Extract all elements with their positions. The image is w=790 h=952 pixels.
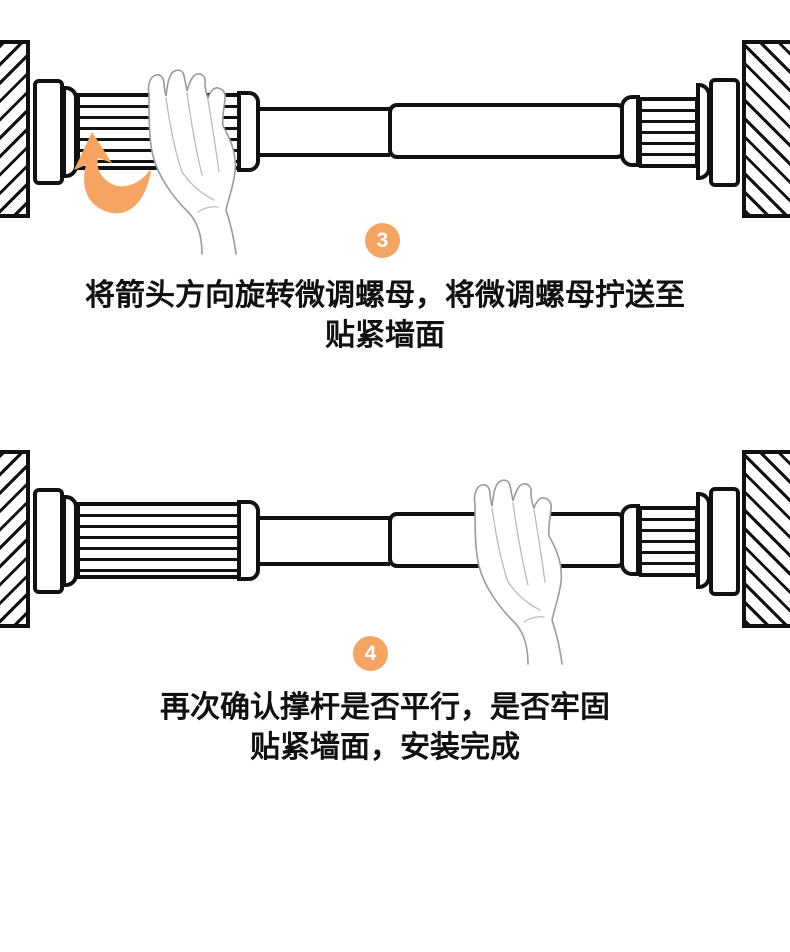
wall-mount-flange-left [33, 79, 64, 185]
right-wall-hatched [742, 450, 790, 628]
step-4-caption-line2: 贴紧墙面，安装完成 [250, 731, 520, 764]
flange-neck-left [62, 495, 78, 587]
step-3-caption-line1: 将箭头方向旋转微调螺母，将微调螺母拧送至 [85, 279, 685, 312]
wall-mount-flange-right [709, 78, 740, 187]
inner-tube [258, 107, 390, 157]
right-end-dome [620, 504, 640, 576]
right-end-cap-ribbed [639, 97, 698, 168]
adjuster-nut-ribbed [77, 502, 237, 579]
wall-mount-flange-right [709, 487, 740, 596]
right-end-cap-ribbed [639, 506, 698, 577]
flange-neck-left [62, 86, 78, 178]
step-4-badge: 4 [353, 636, 388, 671]
step-4-caption-line1: 再次确认撑杆是否平行，是否牢固 [160, 691, 610, 724]
right-wall-hatched [742, 40, 790, 218]
flange-neck-right [696, 83, 711, 180]
step-3-badge: 3 [365, 223, 400, 258]
step-3-caption-line2: 贴紧墙面 [325, 319, 445, 352]
flange-neck-right [696, 492, 711, 589]
inner-tube [258, 516, 390, 566]
right-end-dome [620, 95, 640, 167]
step-3-caption: 将箭头方向旋转微调螺母，将微调螺母拧送至 贴紧墙面 [0, 276, 790, 356]
step-4-badge-number: 4 [364, 641, 377, 665]
outer-tube [388, 103, 626, 159]
hand-gripping-nut-icon [147, 69, 237, 255]
left-wall-hatched [0, 450, 30, 628]
nut-collar [237, 91, 260, 172]
hand-on-outer-tube-icon [473, 479, 563, 665]
nut-collar [237, 500, 260, 581]
step-3-badge-number: 3 [376, 228, 389, 252]
left-wall-hatched [0, 40, 30, 218]
step-4-caption: 再次确认撑杆是否平行，是否牢固 贴紧墙面，安装完成 [0, 688, 790, 768]
wall-mount-flange-left [33, 488, 64, 594]
